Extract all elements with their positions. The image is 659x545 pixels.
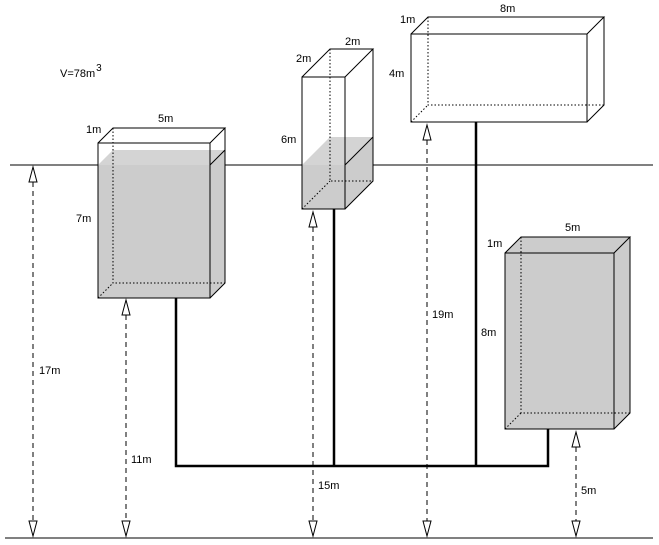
height-label-17m: 17m	[39, 365, 60, 377]
tank-b-depth-label: 2m	[296, 53, 311, 65]
tank-c-width-label: 8m	[500, 3, 515, 15]
tank-a-height-label: 7m	[76, 213, 91, 225]
height-arrow-11m: 11m	[121, 298, 152, 538]
pipe-system	[174, 122, 550, 468]
height-arrow-5m: 5m	[571, 430, 596, 538]
tank-a: 1m 5m 7m	[76, 113, 227, 299]
height-label-19m: 19m	[432, 309, 453, 321]
tank-d-height-label: 8m	[481, 327, 496, 339]
height-label-15m: 15m	[318, 480, 339, 492]
height-label-11m: 11m	[131, 454, 152, 466]
tank-d-width-label: 5m	[565, 222, 580, 234]
height-arrow-17m: 17m	[28, 165, 60, 538]
tank-c-height-label: 4m	[389, 68, 404, 80]
tank-b: 2m 2m 6m	[281, 36, 375, 210]
volume-label: V=78m3	[60, 63, 102, 80]
tank-b-height-label: 6m	[281, 134, 296, 146]
tank-a-depth-label: 1m	[86, 124, 101, 136]
tank-d: 1m 5m 8m	[481, 222, 632, 430]
tank-c: 1m 8m 4m	[389, 3, 606, 123]
height-label-5m: 5m	[581, 485, 596, 497]
tank-b-width-label: 2m	[345, 36, 360, 48]
tank-a-width-label: 5m	[158, 113, 173, 125]
tank-c-depth-label: 1m	[400, 14, 415, 26]
height-arrow-19m: 19m	[422, 123, 453, 538]
tank-d-depth-label: 1m	[487, 238, 502, 250]
height-arrow-15m: 15m	[308, 210, 339, 538]
